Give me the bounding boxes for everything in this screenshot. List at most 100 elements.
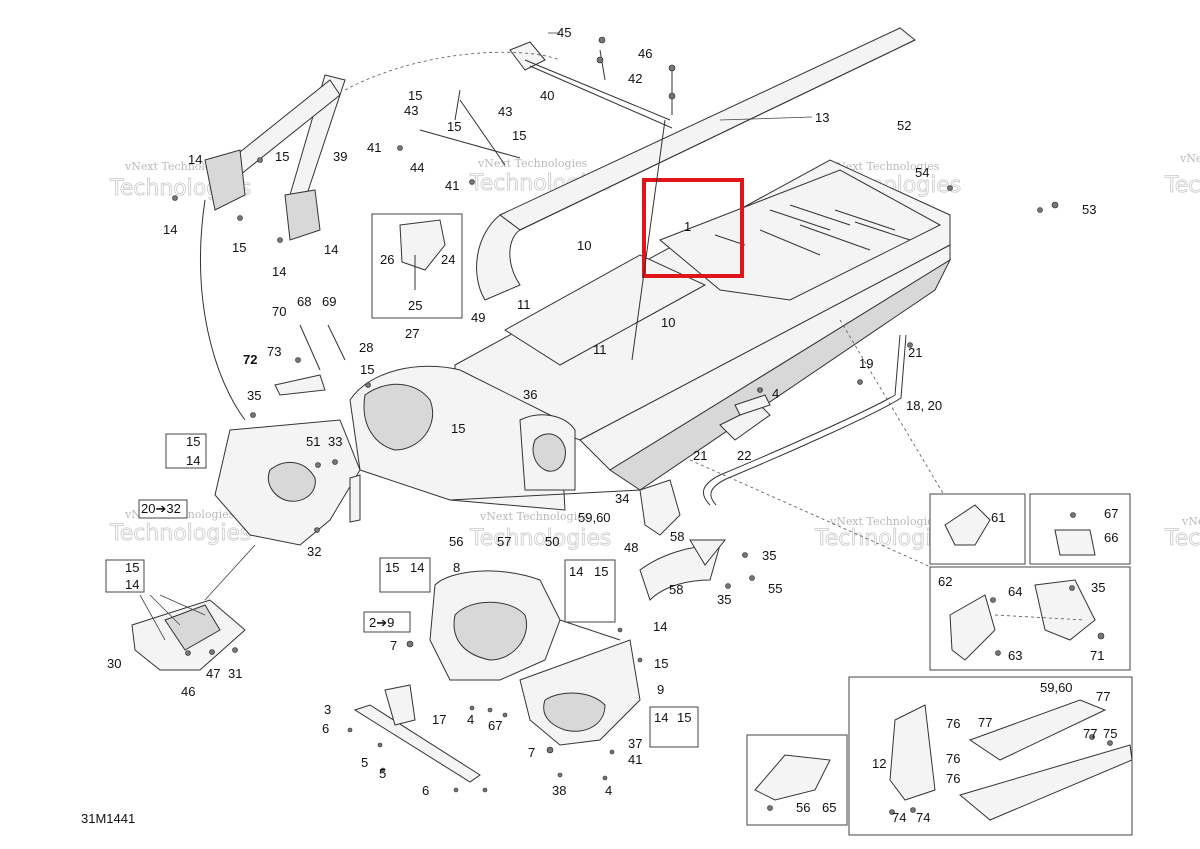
callout-26[interactable]: 26	[380, 252, 394, 267]
callout-5[interactable]: 5	[379, 766, 386, 781]
callout-70[interactable]: 70	[272, 304, 286, 319]
callout-71[interactable]: 71	[1090, 648, 1104, 663]
callout-77[interactable]: 77	[1083, 726, 1097, 741]
callout-52[interactable]: 52	[897, 118, 911, 133]
callout-20-32[interactable]: 20➔32	[141, 501, 181, 516]
callout-15[interactable]: 15	[232, 240, 246, 255]
callout-72[interactable]: 72	[243, 352, 257, 367]
callout-45[interactable]: 45	[557, 25, 571, 40]
callout-17[interactable]: 17	[432, 712, 446, 727]
callout-69[interactable]: 69	[322, 294, 336, 309]
callout-42[interactable]: 42	[628, 71, 642, 86]
callout-77[interactable]: 77	[1096, 689, 1110, 704]
callout-37[interactable]: 37	[628, 736, 642, 751]
callout-46[interactable]: 46	[638, 46, 652, 61]
callout-15[interactable]: 15	[385, 560, 399, 575]
callout-11[interactable]: 11	[593, 342, 607, 357]
callout-40[interactable]: 40	[540, 88, 554, 103]
callout-14[interactable]: 14	[569, 564, 583, 579]
callout-44[interactable]: 44	[410, 160, 424, 175]
callout-14[interactable]: 14	[186, 453, 200, 468]
callout-6[interactable]: 6	[422, 783, 429, 798]
callout-74[interactable]: 74	[916, 810, 930, 825]
callout-76[interactable]: 76	[946, 716, 960, 731]
callout-15[interactable]: 15	[451, 421, 465, 436]
callout-21[interactable]: 21	[908, 345, 922, 360]
callout-15[interactable]: 15	[594, 564, 608, 579]
callout-4[interactable]: 4	[605, 783, 612, 798]
callout-64[interactable]: 64	[1008, 584, 1022, 599]
callout-4[interactable]: 4	[772, 386, 779, 401]
callout-14[interactable]: 14	[125, 577, 139, 592]
callout-56[interactable]: 56	[796, 800, 810, 815]
callout-10[interactable]: 10	[661, 315, 675, 330]
callout-59-60[interactable]: 59,60	[578, 510, 611, 525]
callout-34[interactable]: 34	[615, 491, 629, 506]
callout-15[interactable]: 15	[125, 560, 139, 575]
callout-41[interactable]: 41	[628, 752, 642, 767]
callout-43[interactable]: 43	[498, 104, 512, 119]
callout-50[interactable]: 50	[545, 534, 559, 549]
callout-75[interactable]: 75	[1103, 726, 1117, 741]
callout-66[interactable]: 66	[1104, 530, 1118, 545]
callout-53[interactable]: 53	[1082, 202, 1096, 217]
callout-33[interactable]: 33	[328, 434, 342, 449]
callout-65[interactable]: 65	[822, 800, 836, 815]
callout-39[interactable]: 39	[333, 149, 347, 164]
callout-12[interactable]: 12	[872, 756, 886, 771]
callout-7[interactable]: 7	[390, 638, 397, 653]
callout-4[interactable]: 4	[467, 712, 474, 727]
callout-1[interactable]: 1	[684, 219, 691, 234]
callout-15[interactable]: 15	[512, 128, 526, 143]
callout-48[interactable]: 48	[624, 540, 638, 555]
callout-15[interactable]: 15	[654, 656, 668, 671]
callout-30[interactable]: 30	[107, 656, 121, 671]
callout-32[interactable]: 32	[307, 544, 321, 559]
callout-46[interactable]: 46	[181, 684, 195, 699]
callout-2-9[interactable]: 2➔9	[369, 615, 394, 630]
callout-41[interactable]: 41	[445, 178, 459, 193]
callout-6[interactable]: 6	[322, 721, 329, 736]
callout-58[interactable]: 58	[670, 529, 684, 544]
callout-14[interactable]: 14	[272, 264, 286, 279]
callout-13[interactable]: 13	[815, 110, 829, 125]
callout-24[interactable]: 24	[441, 252, 455, 267]
callout-59-60[interactable]: 59,60	[1040, 680, 1073, 695]
callout-74[interactable]: 74	[892, 810, 906, 825]
callout-35[interactable]: 35	[762, 548, 776, 563]
callout-15[interactable]: 15	[275, 149, 289, 164]
callout-5[interactable]: 5	[361, 755, 368, 770]
callout-51[interactable]: 51	[306, 434, 320, 449]
callout-47[interactable]: 47	[206, 666, 220, 681]
callout-18-20[interactable]: 18, 20	[906, 398, 942, 413]
callout-73[interactable]: 73	[267, 344, 281, 359]
callout-15[interactable]: 15	[677, 710, 691, 725]
callout-14[interactable]: 14	[653, 619, 667, 634]
callout-41[interactable]: 41	[367, 140, 381, 155]
callout-76[interactable]: 76	[946, 751, 960, 766]
callout-14[interactable]: 14	[324, 242, 338, 257]
callout-67[interactable]: 67	[1104, 506, 1118, 521]
highlight-box[interactable]	[642, 178, 744, 278]
callout-35[interactable]: 35	[247, 388, 261, 403]
callout-61[interactable]: 61	[991, 510, 1005, 525]
callout-67[interactable]: 67	[488, 718, 502, 733]
callout-9[interactable]: 9	[657, 682, 664, 697]
callout-62[interactable]: 62	[938, 574, 952, 589]
callout-25[interactable]: 25	[408, 298, 422, 313]
callout-15[interactable]: 15	[186, 434, 200, 449]
callout-36[interactable]: 36	[523, 387, 537, 402]
callout-54[interactable]: 54	[915, 165, 929, 180]
callout-15[interactable]: 15	[360, 362, 374, 377]
callout-11[interactable]: 11	[517, 297, 531, 312]
callout-21[interactable]: 21	[693, 448, 707, 463]
callout-76[interactable]: 76	[946, 771, 960, 786]
callout-57[interactable]: 57	[497, 534, 511, 549]
callout-3[interactable]: 3	[324, 702, 331, 717]
callout-14[interactable]: 14	[188, 152, 202, 167]
callout-38[interactable]: 38	[552, 783, 566, 798]
callout-35[interactable]: 35	[1091, 580, 1105, 595]
callout-19[interactable]: 19	[859, 356, 873, 371]
callout-43[interactable]: 43	[404, 103, 418, 118]
callout-10[interactable]: 10	[577, 238, 591, 253]
